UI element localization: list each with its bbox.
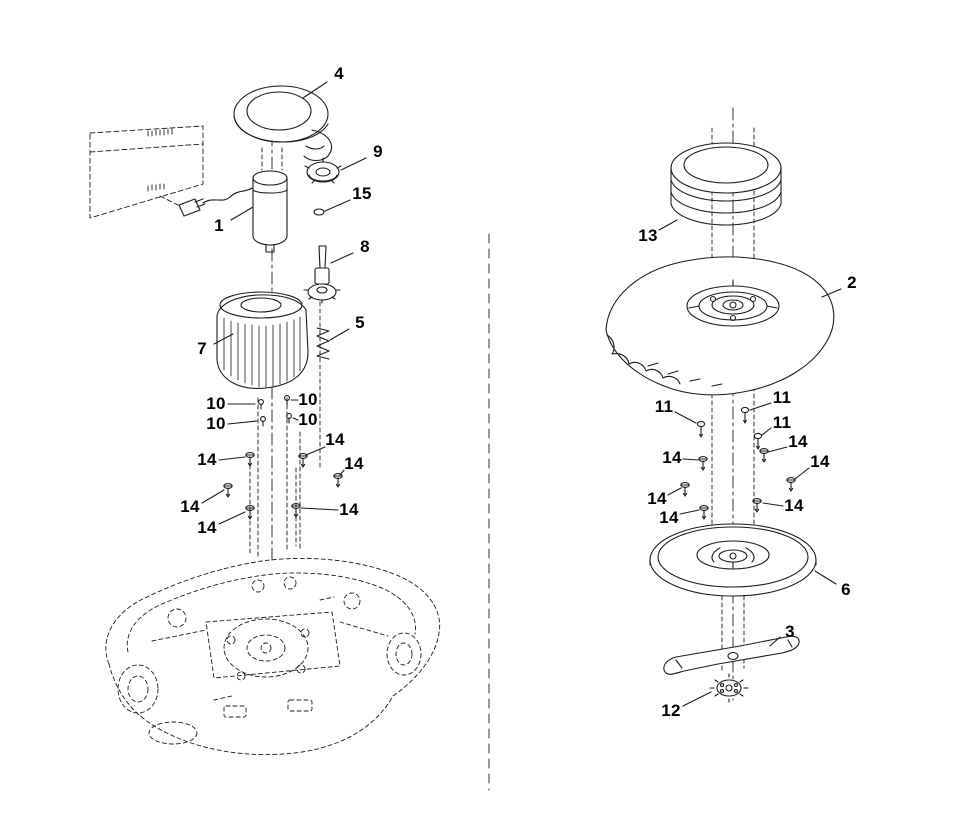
part-6-disc (649, 523, 817, 597)
part-number-label-10: 10 (298, 390, 318, 409)
leader-line-14 (305, 446, 326, 456)
callout-leader-lines (201, 81, 842, 707)
part-12-gear (709, 673, 749, 703)
leader-line-12 (682, 691, 712, 707)
part-2-deck (605, 256, 835, 396)
leader-line-11 (749, 402, 772, 411)
part-number-label-3: 3 (785, 622, 795, 641)
chassis-sketch (105, 557, 441, 756)
part-number-label-14: 14 (180, 497, 200, 516)
part-number-label-9: 9 (373, 142, 383, 161)
part-number-label-14: 14 (659, 508, 679, 527)
leader-line-2 (821, 288, 842, 298)
part-number-label-12: 12 (661, 701, 681, 720)
leader-line-3 (769, 636, 781, 647)
part-number-label-14: 14 (788, 432, 808, 451)
part-5-spring (316, 327, 330, 360)
leader-line-4 (302, 81, 328, 99)
leader-line-14 (218, 456, 246, 461)
leader-line-6 (814, 570, 837, 585)
leader-line-15 (324, 199, 351, 212)
leader-line-14 (218, 511, 246, 525)
part-number-label-14: 14 (197, 450, 217, 469)
leader-line-14 (201, 489, 225, 504)
leader-line-14 (339, 469, 345, 476)
part-number-label-11: 11 (772, 388, 792, 407)
leader-line-14 (762, 502, 784, 507)
part-number-label-6: 6 (841, 580, 851, 599)
part-number-label-8: 8 (360, 237, 370, 256)
part-number-label-1: 1 (214, 216, 224, 235)
leader-line-14 (667, 487, 682, 496)
leader-line-5 (329, 328, 350, 341)
part-number-label-14: 14 (662, 448, 682, 467)
part-number-label-4: 4 (334, 64, 344, 83)
leader-line-11 (674, 411, 697, 424)
screws-10-group (258, 395, 292, 427)
leader-line-7 (213, 333, 234, 345)
part-number-label-2: 2 (847, 273, 857, 292)
part-15-oring (313, 208, 325, 216)
part-number-label-14: 14 (325, 430, 345, 449)
part-number-label-14: 14 (784, 496, 804, 515)
leader-line-14 (679, 509, 700, 515)
leader-line-14 (682, 458, 699, 461)
part-number-label-10: 10 (206, 414, 226, 433)
part-number-label-13: 13 (638, 226, 658, 245)
part-4-ring (233, 85, 332, 162)
part-number-label-10: 10 (298, 410, 318, 429)
part-number-label-5: 5 (355, 313, 365, 332)
part-number-label-14: 14 (197, 518, 217, 537)
leader-line-14 (767, 446, 788, 453)
part-1-motor (252, 170, 288, 253)
leader-line-8 (330, 252, 354, 264)
part-number-label-14: 14 (647, 489, 667, 508)
part-number-label-11: 11 (654, 397, 674, 416)
leader-line-1 (230, 206, 254, 221)
leader-line-10 (227, 420, 258, 425)
screws-11-group (696, 406, 763, 450)
leader-line-9 (340, 157, 367, 171)
leader-line-14 (300, 507, 339, 511)
part-number-label-14: 14 (810, 452, 830, 471)
part-13-ring (670, 142, 782, 226)
part-9-knob (304, 157, 342, 184)
part-7-housing (216, 291, 309, 390)
leader-line-14 (794, 467, 810, 480)
part-number-label-7: 7 (197, 339, 207, 358)
part-number-label-11: 11 (772, 413, 792, 432)
screws-14-right-group (680, 448, 796, 520)
leader-line-13 (658, 219, 678, 231)
part-number-label-14: 14 (339, 500, 359, 519)
projection-lines-left (249, 147, 321, 557)
motor-wire-connector (178, 186, 255, 217)
fixture-sketch (89, 125, 204, 219)
leader-line-11 (761, 427, 772, 436)
part-number-label-15: 15 (352, 184, 372, 203)
part-8-shaft (303, 245, 341, 304)
part-number-label-14: 14 (344, 454, 364, 473)
part-number-label-10: 10 (206, 394, 226, 413)
leader-line-10 (292, 417, 299, 421)
part-3-blade (663, 635, 800, 675)
